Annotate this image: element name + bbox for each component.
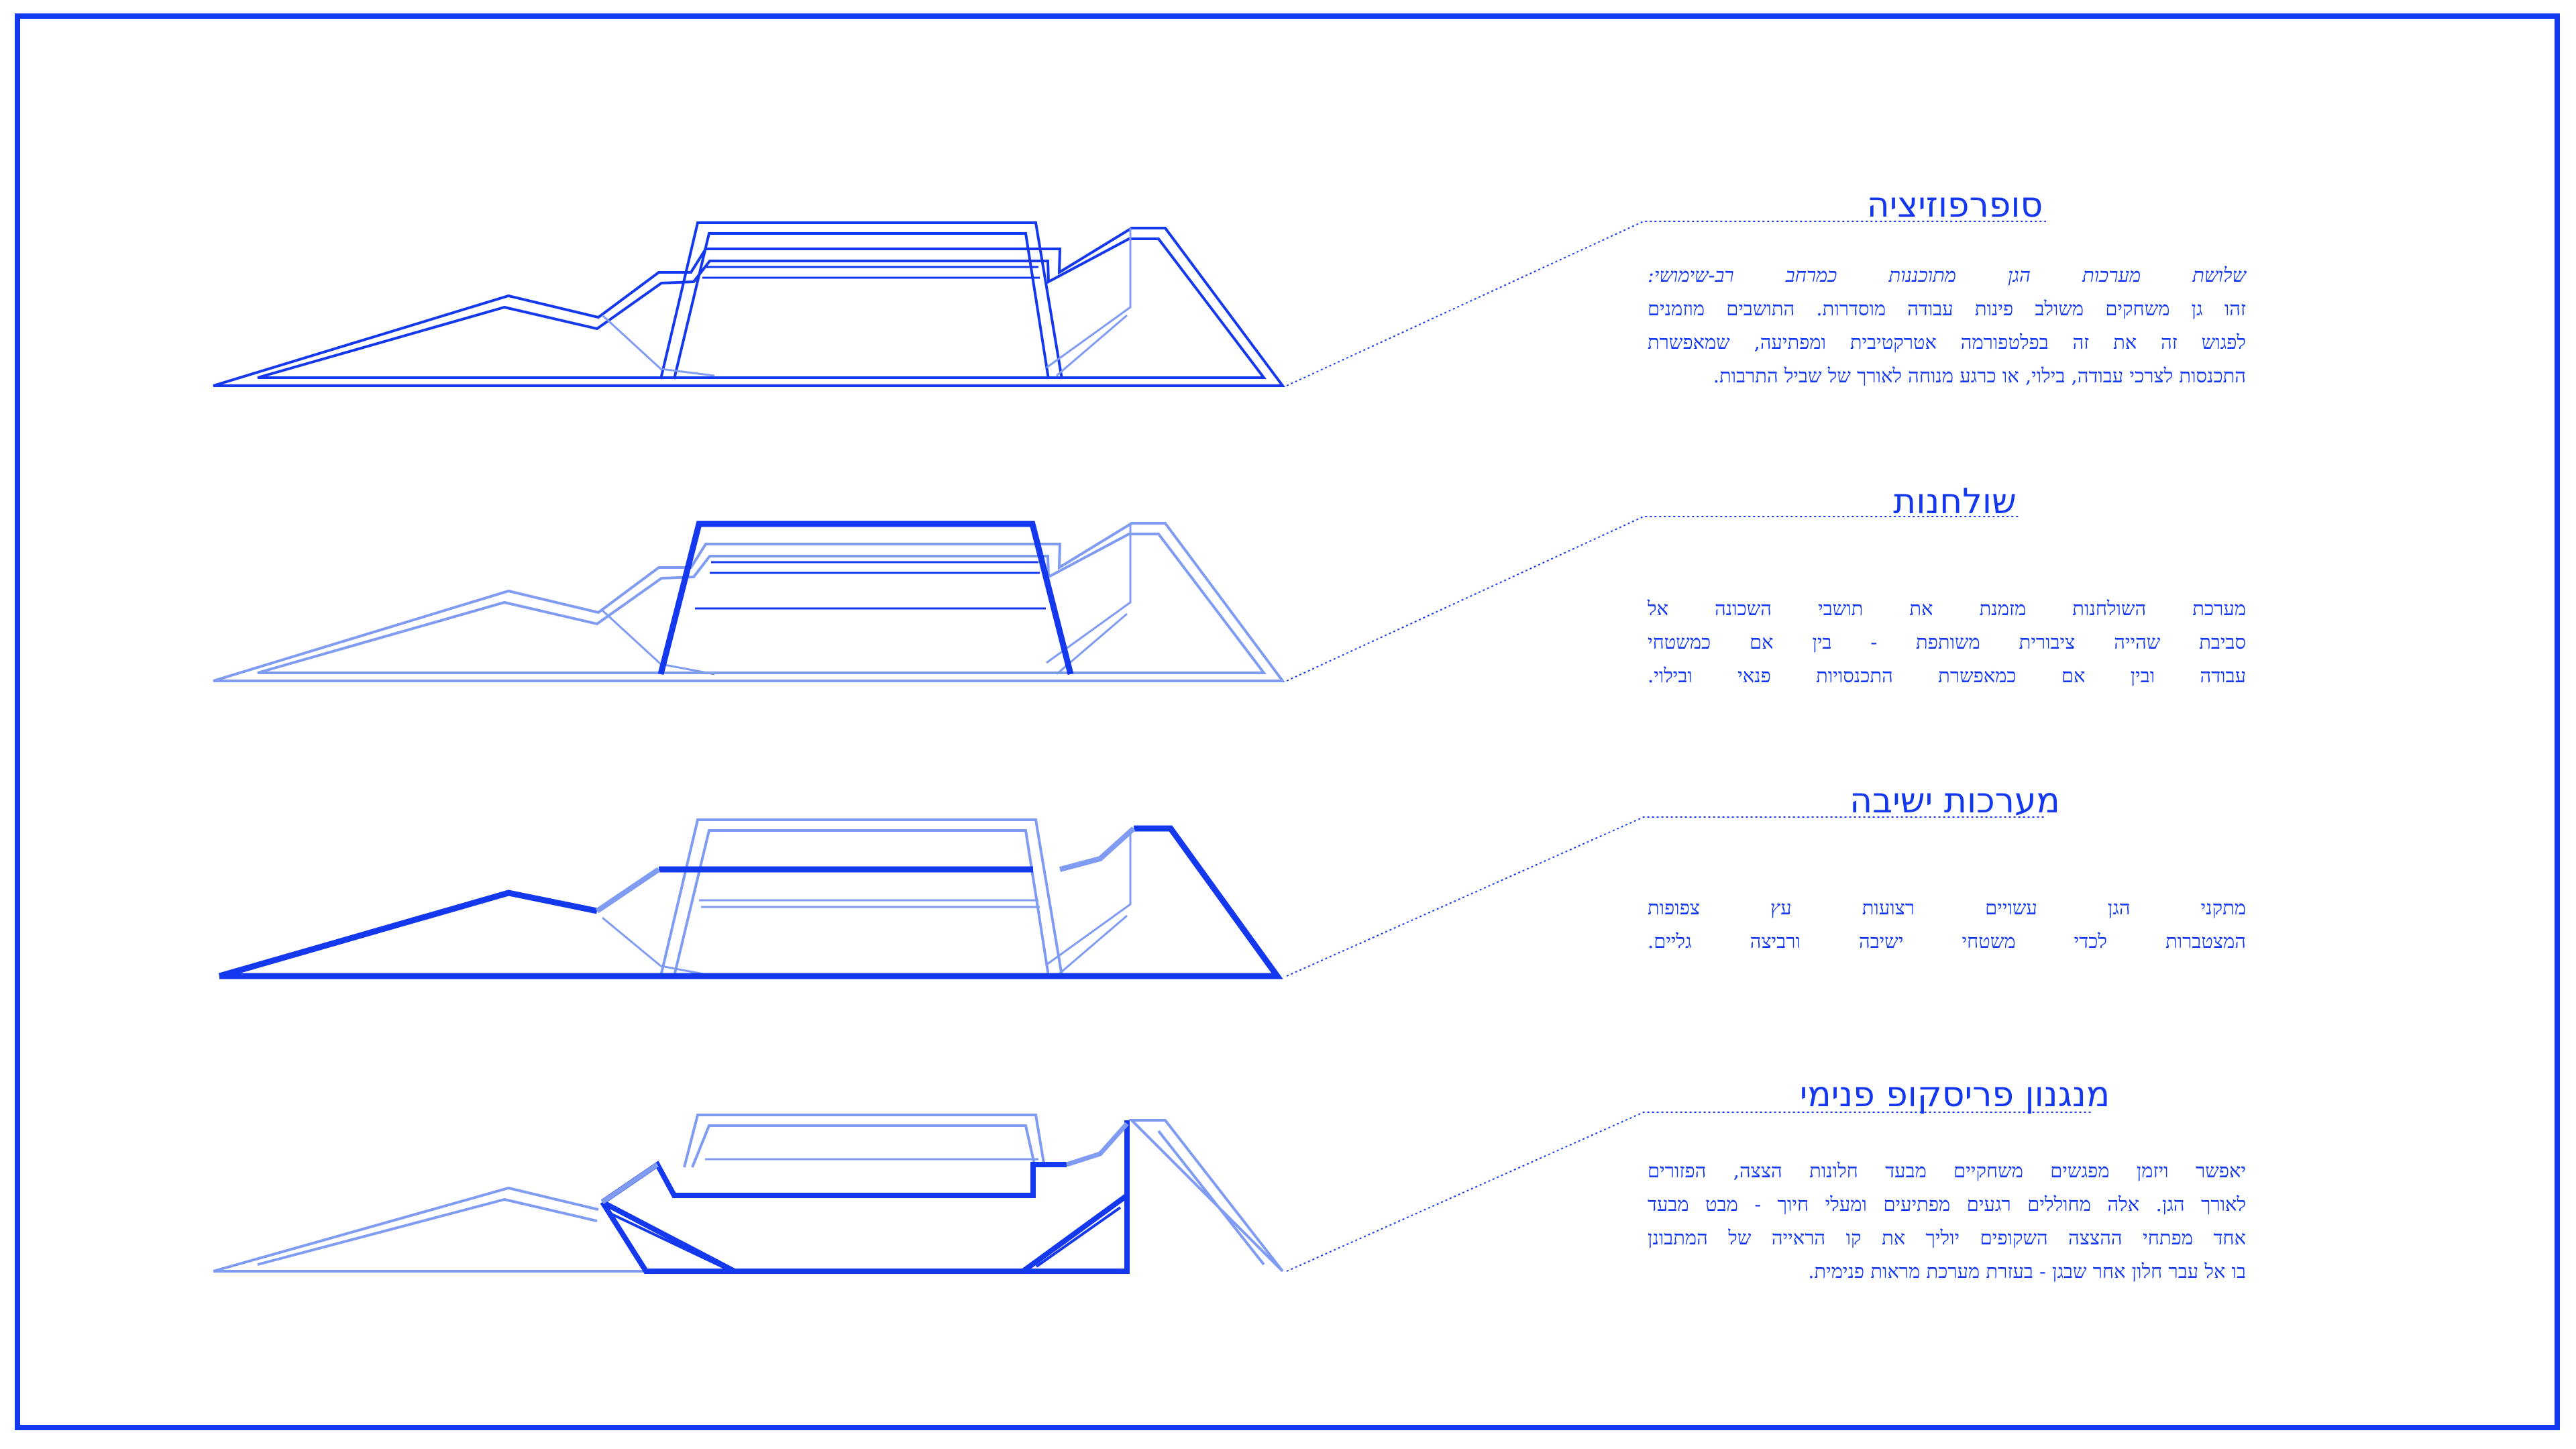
description-line: מערכת השולחנות מזמנת את תושבי השכונה אל xyxy=(1648,597,2246,620)
periscope-highlight-soft xyxy=(601,1122,1129,1204)
section-drawing-periscope xyxy=(213,1114,1284,1274)
outer-frame xyxy=(15,13,2560,1430)
description-seating: מתקני הגן עשויים רצועות עץ צפופות המצטבר… xyxy=(1648,891,2246,958)
tables-ghost xyxy=(659,818,1063,977)
heading-tables: שולחנות xyxy=(1893,482,2017,522)
tables-ghost xyxy=(683,1114,1046,1168)
description-tables: מערכת השולחנות מזמנת את תושבי השכונה אל … xyxy=(1648,592,2246,692)
description-line: אחד מפתחי ההצצה השקופים יוליך את קו הראי… xyxy=(1648,1226,2246,1249)
leader-line-periscope xyxy=(1286,1112,2093,1272)
heading-superposition: סופרפוזיציה xyxy=(1866,185,2043,225)
table-benches xyxy=(695,561,1046,610)
description-line: יאפשר ויזמן מפגשים משחקיים מבעד חלונות ה… xyxy=(1648,1159,2246,1182)
section-drawing-seating xyxy=(218,818,1283,979)
seating-outline xyxy=(213,227,1285,387)
description-periscope: יאפשר ויזמן מפגשים משחקיים מבעד חלונות ה… xyxy=(1648,1154,2246,1288)
description-line: בו אל עבר חלון אחר שבגן - בעזרת מערכת מר… xyxy=(1808,1260,2246,1283)
section-drawing-superposition xyxy=(213,221,1285,387)
table-benches xyxy=(702,266,1040,279)
heading-seating: מערכות ישיבה xyxy=(1849,781,2060,821)
leader-lines xyxy=(1286,221,2093,1272)
description-line: התכנסות לצרכי עבודה, בילוי, או כרגע מנוח… xyxy=(1713,364,2246,387)
seating-ghost xyxy=(213,522,1285,682)
section-drawing-tables xyxy=(213,521,1285,682)
description-line: מתקני הגן עשויים רצועות עץ צפופות xyxy=(1648,896,2246,919)
tables-outline xyxy=(659,221,1063,380)
seating-highlight-soft xyxy=(595,826,1136,914)
description-line: לפגוש זה את זה בפלטפורמה אטרקטיבית ומפתי… xyxy=(1648,331,2246,354)
periscope-ghost xyxy=(602,833,1132,977)
description-line: שלושת מערכות הגן מתוכננות כמרחב רב-שימוש… xyxy=(1648,264,2246,286)
table-benches-ghost xyxy=(699,899,1040,908)
seating-highlight xyxy=(218,825,1283,979)
leader-line-seating xyxy=(1286,816,2046,977)
description-line: זהו גן משחקים משולב פינות עבודה מוסדרות.… xyxy=(1648,297,2246,320)
description-line: עבודה ובין אם כמאפשרת התכנסויות פנאי ובי… xyxy=(1648,664,2246,687)
periscope-ghost xyxy=(601,228,1132,377)
periscope-mirrors xyxy=(611,1206,1122,1269)
heading-periscope: מנגנון פריסקופ פנימי xyxy=(1799,1075,2110,1115)
description-line: לאורך הגן. אלה מחוללים רגעים מפתיעים ומע… xyxy=(1648,1193,2246,1216)
description-line: סביבת שהייה ציבורית משותפת - בין אם כמשט… xyxy=(1648,631,2246,653)
seating-ghost xyxy=(213,1119,1284,1273)
description-line: המצטברות לכדי משטחי ישיבה ורביצה גליים. xyxy=(1648,930,2246,953)
tables-highlight xyxy=(657,521,1074,676)
leader-line-tables xyxy=(1286,516,2019,682)
description-superposition: שלושת מערכות הגן מתוכננות כמרחב רב-שימוש… xyxy=(1648,258,2246,392)
